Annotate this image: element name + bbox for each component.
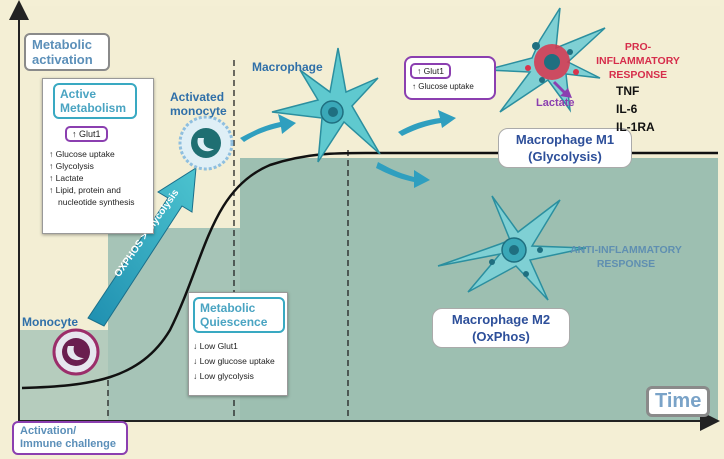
list-item: ↑ Glucose uptake [49,149,115,159]
quiescence-list: ↓ Low Glut1 ↓ Low glucose uptake ↓ Low g… [193,339,287,384]
x-axis-label: Time [646,386,711,417]
pro-inflammatory-label: PRO-INFLAMMATORY RESPONSE [596,41,680,81]
list-item: ↑ Glycolysis [49,161,94,171]
background-block [240,158,718,420]
list-item: ↓ Low Glut1 [193,341,238,351]
activated-monocyte-label: Activated monocyte [170,90,227,118]
active-metabolism-panel: Active Metabolism ↑ Glut1 ↑ Glucose upta… [42,78,154,234]
arrow-to-m2 [376,162,430,188]
monocyte-cell [52,328,100,376]
active-metabolism-list: ↑ Glucose uptake ↑ Glycolysis ↑ Lactate … [49,148,153,208]
activated-monocyte-cell [178,115,234,171]
list-item: ↓ Low glucose uptake [193,356,275,366]
glucose-uptake-text: ↑ Glucose uptake [412,82,474,91]
list-item: ↓ Low glycolysis [193,371,254,381]
quiescence-panel: Metabolic Quiescence ↓ Low Glut1 ↓ Low g… [188,292,288,396]
macrophage-cell [271,47,381,163]
y-axis-label: Metabolic activation [24,33,110,71]
differentiation-arrow [87,167,197,327]
glut1-badge: ↑ Glut1 [410,63,451,79]
macrophage-m2-label: Macrophage M2 (OxPhos) [432,308,570,348]
list-item: nucleotide synthesis [58,197,135,207]
macrophage-m2-cell [437,195,587,301]
arrow-to-macrophage [240,114,296,142]
lactate-label: Lactate [536,97,575,109]
quiescence-title: Metabolic Quiescence [193,297,285,333]
cytokine-il1ra: IL-1RA [616,120,655,134]
list-item: ↑ Lactate [49,173,84,183]
macrophage-label: Macrophage [252,60,323,74]
cytokine-tnf: TNF [616,84,640,98]
arrow-to-m1 [398,110,456,136]
m1-glut-panel: ↑ Glut1 ↑ Glucose uptake [404,56,496,100]
origin-label: Activation/ Immune challenge [12,421,128,455]
anti-inflammatory-label: ANTI-INFLAMMATORY RESPONSE [570,244,682,270]
glut1-badge: ↑ Glut1 [65,126,108,142]
active-metabolism-title: Active Metabolism [53,83,137,119]
list-item: ↑ Lipid, protein and [49,185,121,195]
monocyte-label: Monocyte [22,315,79,329]
cytokine-list: TNF IL-6 IL-1RA [616,82,655,136]
macrophage-m1-label: Macrophage M1 (Glycolysis) [498,128,632,168]
cytokine-il6: IL-6 [616,102,638,116]
